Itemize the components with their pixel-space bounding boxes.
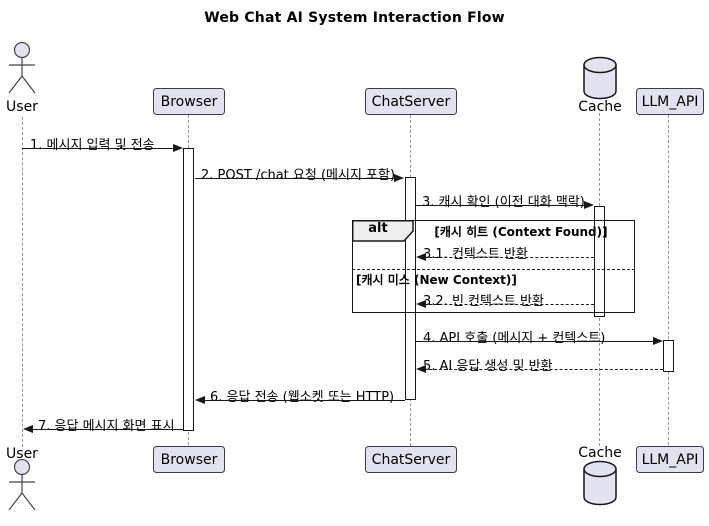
participant-llm-api-label: LLM_API	[641, 451, 699, 468]
participant-user-bottom: User	[6, 446, 38, 462]
participant-llm-api-bottom: LLM_API	[636, 446, 704, 473]
alt-operator-label: alt	[368, 221, 388, 236]
lifeline-llm-api	[668, 115, 669, 445]
arrowhead-left-icon	[416, 300, 426, 308]
alt-guard-hit: [캐시 히트 (Context Found)]	[434, 225, 608, 239]
participant-chatserver-bottom: ChatServer	[365, 446, 457, 473]
message-3-1-line	[424, 257, 594, 258]
activation-bar-llm-api	[663, 340, 674, 372]
alt-guard-miss: [캐시 미스 (New Context)]	[356, 273, 517, 287]
participant-browser-bottom: Browser	[153, 446, 225, 473]
lifeline-user	[22, 117, 23, 447]
activation-bar-cache	[594, 206, 605, 317]
participant-browser-top: Browser	[153, 88, 225, 115]
message-3-label: 3. 캐시 확인 (이전 대화 맥락)	[422, 195, 585, 210]
activation-bar-chatserver	[405, 177, 416, 400]
arrowhead-left-icon	[416, 253, 426, 261]
message-5-label: 5. AI 응답 생성 및 반환	[423, 359, 553, 374]
participant-llm-api-label: LLM_API	[641, 93, 699, 110]
participant-chatserver-top: ChatServer	[365, 88, 457, 115]
arrowhead-left-icon	[416, 365, 426, 373]
alt-frame	[352, 220, 635, 313]
participant-user-top: User	[6, 99, 38, 115]
database-icon	[583, 460, 617, 506]
participant-chatserver-label: ChatServer	[371, 93, 451, 110]
arrowhead-right-icon	[394, 174, 404, 182]
message-7-label: 7. 응답 메시지 화면 표시	[38, 419, 175, 434]
participant-llm-api-top: LLM_API	[636, 88, 704, 115]
database-icon	[583, 56, 617, 100]
message-2-line	[195, 178, 396, 179]
message-2-label: 2. POST /chat 요청 (메시지 포함)	[201, 168, 396, 183]
alt-operator-pentagon	[352, 220, 414, 242]
actor-icon	[8, 459, 36, 511]
alt-divider	[352, 269, 635, 270]
participant-cache-top: Cache	[578, 99, 622, 115]
actor-icon	[8, 42, 36, 94]
message-1-line	[22, 148, 175, 149]
participant-browser-label: Browser	[160, 93, 218, 110]
message-3-2-label: 3.2. 빈 컨텍스트 반환	[423, 294, 544, 309]
message-3-1-label: 3.1. 컨텍스트 반환	[423, 247, 528, 262]
participant-chatserver-label: ChatServer	[371, 451, 451, 468]
arrowhead-right-icon	[173, 144, 183, 152]
diagram-title: Web Chat AI System Interaction Flow	[204, 10, 505, 26]
message-1-label: 1. 메시지 입력 및 전송	[30, 138, 155, 153]
message-5-line	[424, 369, 663, 370]
arrowhead-right-icon	[653, 337, 663, 345]
arrowhead-right-icon	[584, 201, 594, 209]
message-4-label: 4. API 호출 (메시지 + 컨텍스트)	[423, 331, 606, 346]
arrowhead-left-icon	[23, 425, 33, 433]
message-4-line	[416, 341, 655, 342]
message-3-2-line	[424, 304, 594, 305]
message-3-line	[416, 205, 586, 206]
participant-cache-bottom: Cache	[578, 445, 622, 461]
message-7-line	[31, 429, 183, 430]
participant-browser-label: Browser	[160, 451, 218, 468]
message-6-line	[203, 400, 405, 401]
message-6-label: 6. 응답 전송 (웹소켓 또는 HTTP)	[210, 390, 395, 405]
activation-bar-browser	[183, 148, 194, 431]
arrowhead-left-icon	[195, 396, 205, 404]
